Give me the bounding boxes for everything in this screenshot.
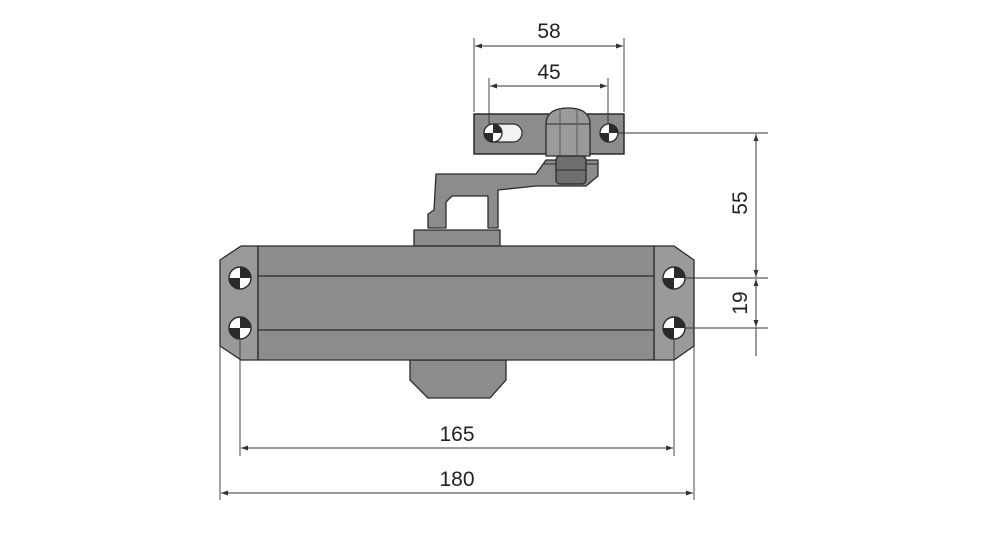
closer-body [219, 229, 695, 399]
pinion-housing [409, 359, 507, 399]
screw-icon [599, 123, 619, 143]
screw-icon [483, 123, 503, 143]
left-end-cap [219, 245, 259, 361]
mounting-bracket [473, 107, 625, 157]
dimension-label: 58 [537, 20, 560, 43]
dimension-55: 55 [618, 132, 768, 279]
screw-icon [662, 316, 686, 340]
dimension-58: 58 [473, 20, 625, 112]
dimension-label: 180 [439, 468, 474, 491]
dimension-45: 45 [488, 61, 609, 124]
screw-icon [228, 316, 252, 340]
dimension-180: 180 [219, 346, 695, 500]
dimension-165: 165 [239, 340, 675, 456]
dimension-label: 165 [439, 423, 474, 446]
dimension-label: 45 [537, 61, 560, 84]
dimension-19: 19 [686, 279, 768, 356]
dimension-label: 55 [729, 191, 752, 214]
spindle-cap [413, 229, 501, 247]
screw-icon [662, 266, 686, 290]
dimension-label: 19 [729, 291, 752, 314]
main-housing [257, 245, 655, 361]
screw-icon [228, 266, 252, 290]
closer-arm [427, 155, 599, 229]
bracket-pivot [545, 107, 591, 157]
